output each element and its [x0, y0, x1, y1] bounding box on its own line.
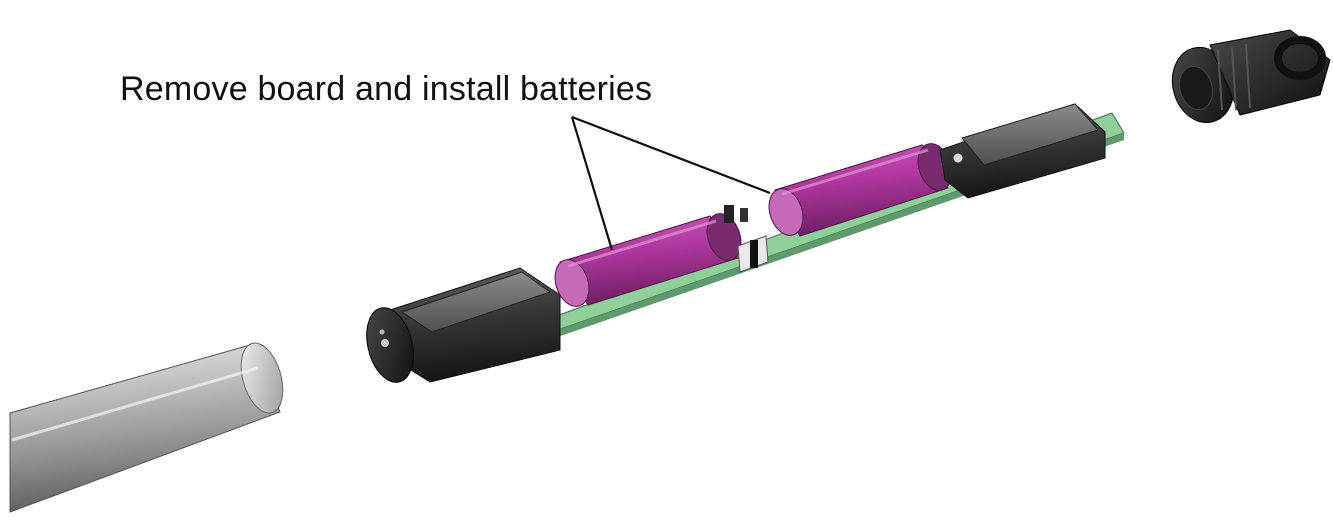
battery-contacts: [724, 205, 769, 273]
callout-lines: [570, 115, 771, 251]
electronics-module-right: [939, 103, 1106, 199]
diagram-caption: Remove board and install batteries: [120, 70, 653, 108]
callout-line-battery-2: [571, 115, 771, 195]
battery-2: [768, 143, 953, 237]
module-screw-icon: [952, 152, 964, 164]
housing-tube: [9, 342, 284, 513]
end-cap-screw-icon: [381, 339, 389, 347]
connector-plug: [1171, 29, 1331, 124]
callout-line-battery-1: [570, 116, 614, 251]
end-cap: [366, 307, 414, 383]
electronics-module-left: [366, 267, 561, 383]
battery-1: [554, 213, 742, 307]
